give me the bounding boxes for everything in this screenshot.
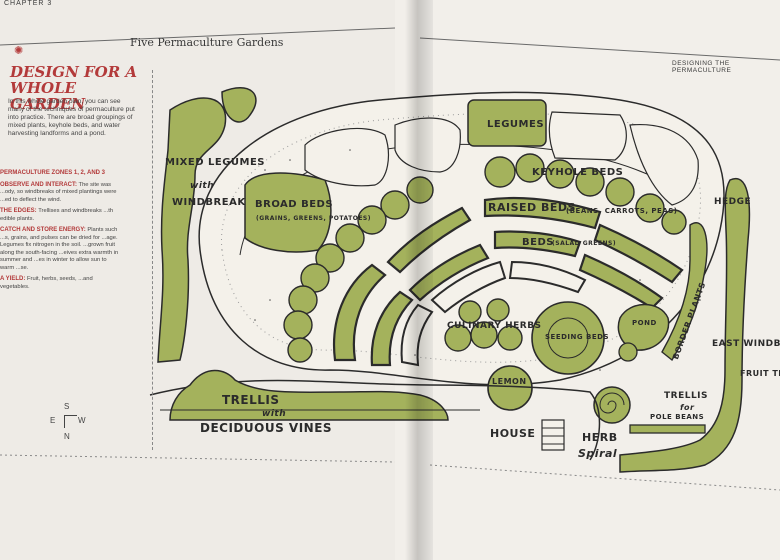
label-trellis: TRELLIS <box>222 393 280 407</box>
label-hedge: HEDGE <box>714 197 752 207</box>
label-with: with <box>190 181 215 191</box>
keyhole-shrubs <box>484 153 687 235</box>
label-raised-beds-sub: (BEANS, CARROTS, PEAS) <box>566 207 678 215</box>
herb-spiral <box>593 386 631 424</box>
label-seeding-beds: SEEDING BEDS <box>545 333 610 341</box>
section-title: DESIGN FOR A WHOLE GARDEN <box>10 63 138 113</box>
intro-text: In this whole garden plan, you can see m… <box>8 98 135 137</box>
empty-beds <box>400 260 587 367</box>
sidebar-item: CATCH AND STORE ENERGY: Plants such ...s… <box>0 227 119 271</box>
label-fruit-trees: FRUIT TREES <box>740 369 780 378</box>
compass-e: E <box>50 416 56 425</box>
label-with-2: with <box>262 409 287 419</box>
label-culinary-herbs: CULINARY HERBS <box>447 321 542 331</box>
label-raised-beds: RAISED BEDS <box>488 201 576 214</box>
book-gutter <box>405 0 433 560</box>
compass-w: W <box>78 416 86 425</box>
label-trellis-right: TRELLIS <box>664 391 709 401</box>
label-beds: BEDS <box>522 237 554 248</box>
label-east-windbreak: EAST WINDBREAK <box>712 339 780 349</box>
label-windbreak: WINDBREAK <box>172 197 246 208</box>
label-beds-sub: (SALAD GREENS) <box>552 240 617 247</box>
label-legumes: LEGUMES <box>487 119 545 130</box>
flower-ornament-icon: ✺ <box>14 45 24 57</box>
label-lemon: LEMON <box>492 377 527 386</box>
compass-s: S <box>64 402 70 411</box>
chapter-label: CHAPTER 3 <box>4 0 53 7</box>
sidebar-item: OBSERVE AND INTERACT: The site was ...od… <box>0 181 117 203</box>
page-header-right: DESIGNING THE PERMACULTURE <box>672 60 732 74</box>
label-broad-beds-sub: (GRAINS, GREENS, POTATOES) <box>256 215 371 222</box>
label-broad-beds: BROAD BEDS <box>255 199 334 210</box>
label-spiral: Spiral <box>578 447 618 460</box>
sidebar-item: PERMACULTURE ZONES 1, 2, AND 3 <box>0 170 106 176</box>
column-divider <box>152 70 153 450</box>
principles-sidebar: PERMACULTURE ZONES 1, 2, AND 3 OBSERVE A… <box>0 170 120 291</box>
label-pond: POND <box>632 319 657 327</box>
label-herb: HERB <box>582 431 618 444</box>
label-for: for <box>680 403 695 412</box>
sidebar-item: THE EDGES: Trellises and windbreaks ...t… <box>0 208 114 222</box>
label-house: HOUSE <box>490 427 536 440</box>
page-header-left: Five Permaculture Gardens <box>130 36 284 49</box>
lemon-tree <box>487 365 533 411</box>
label-keyhole-beds: KEYHOLE BEDS <box>532 167 624 178</box>
fan-shrubs <box>283 176 434 363</box>
label-pole-beans: POLE BEANS <box>650 413 705 421</box>
seeding-beds-circle <box>531 301 605 375</box>
herb-shrubs <box>444 298 523 352</box>
raised-beds-fan <box>333 196 684 367</box>
label-mixed-legumes: MIXED LEGUMES <box>165 157 266 168</box>
compass-n: N <box>64 432 70 441</box>
sidebar-item: A YIELD: Fruit, herbs, seeds, ...and veg… <box>0 276 93 290</box>
label-deciduous-vines: DECIDUOUS VINES <box>200 421 333 435</box>
